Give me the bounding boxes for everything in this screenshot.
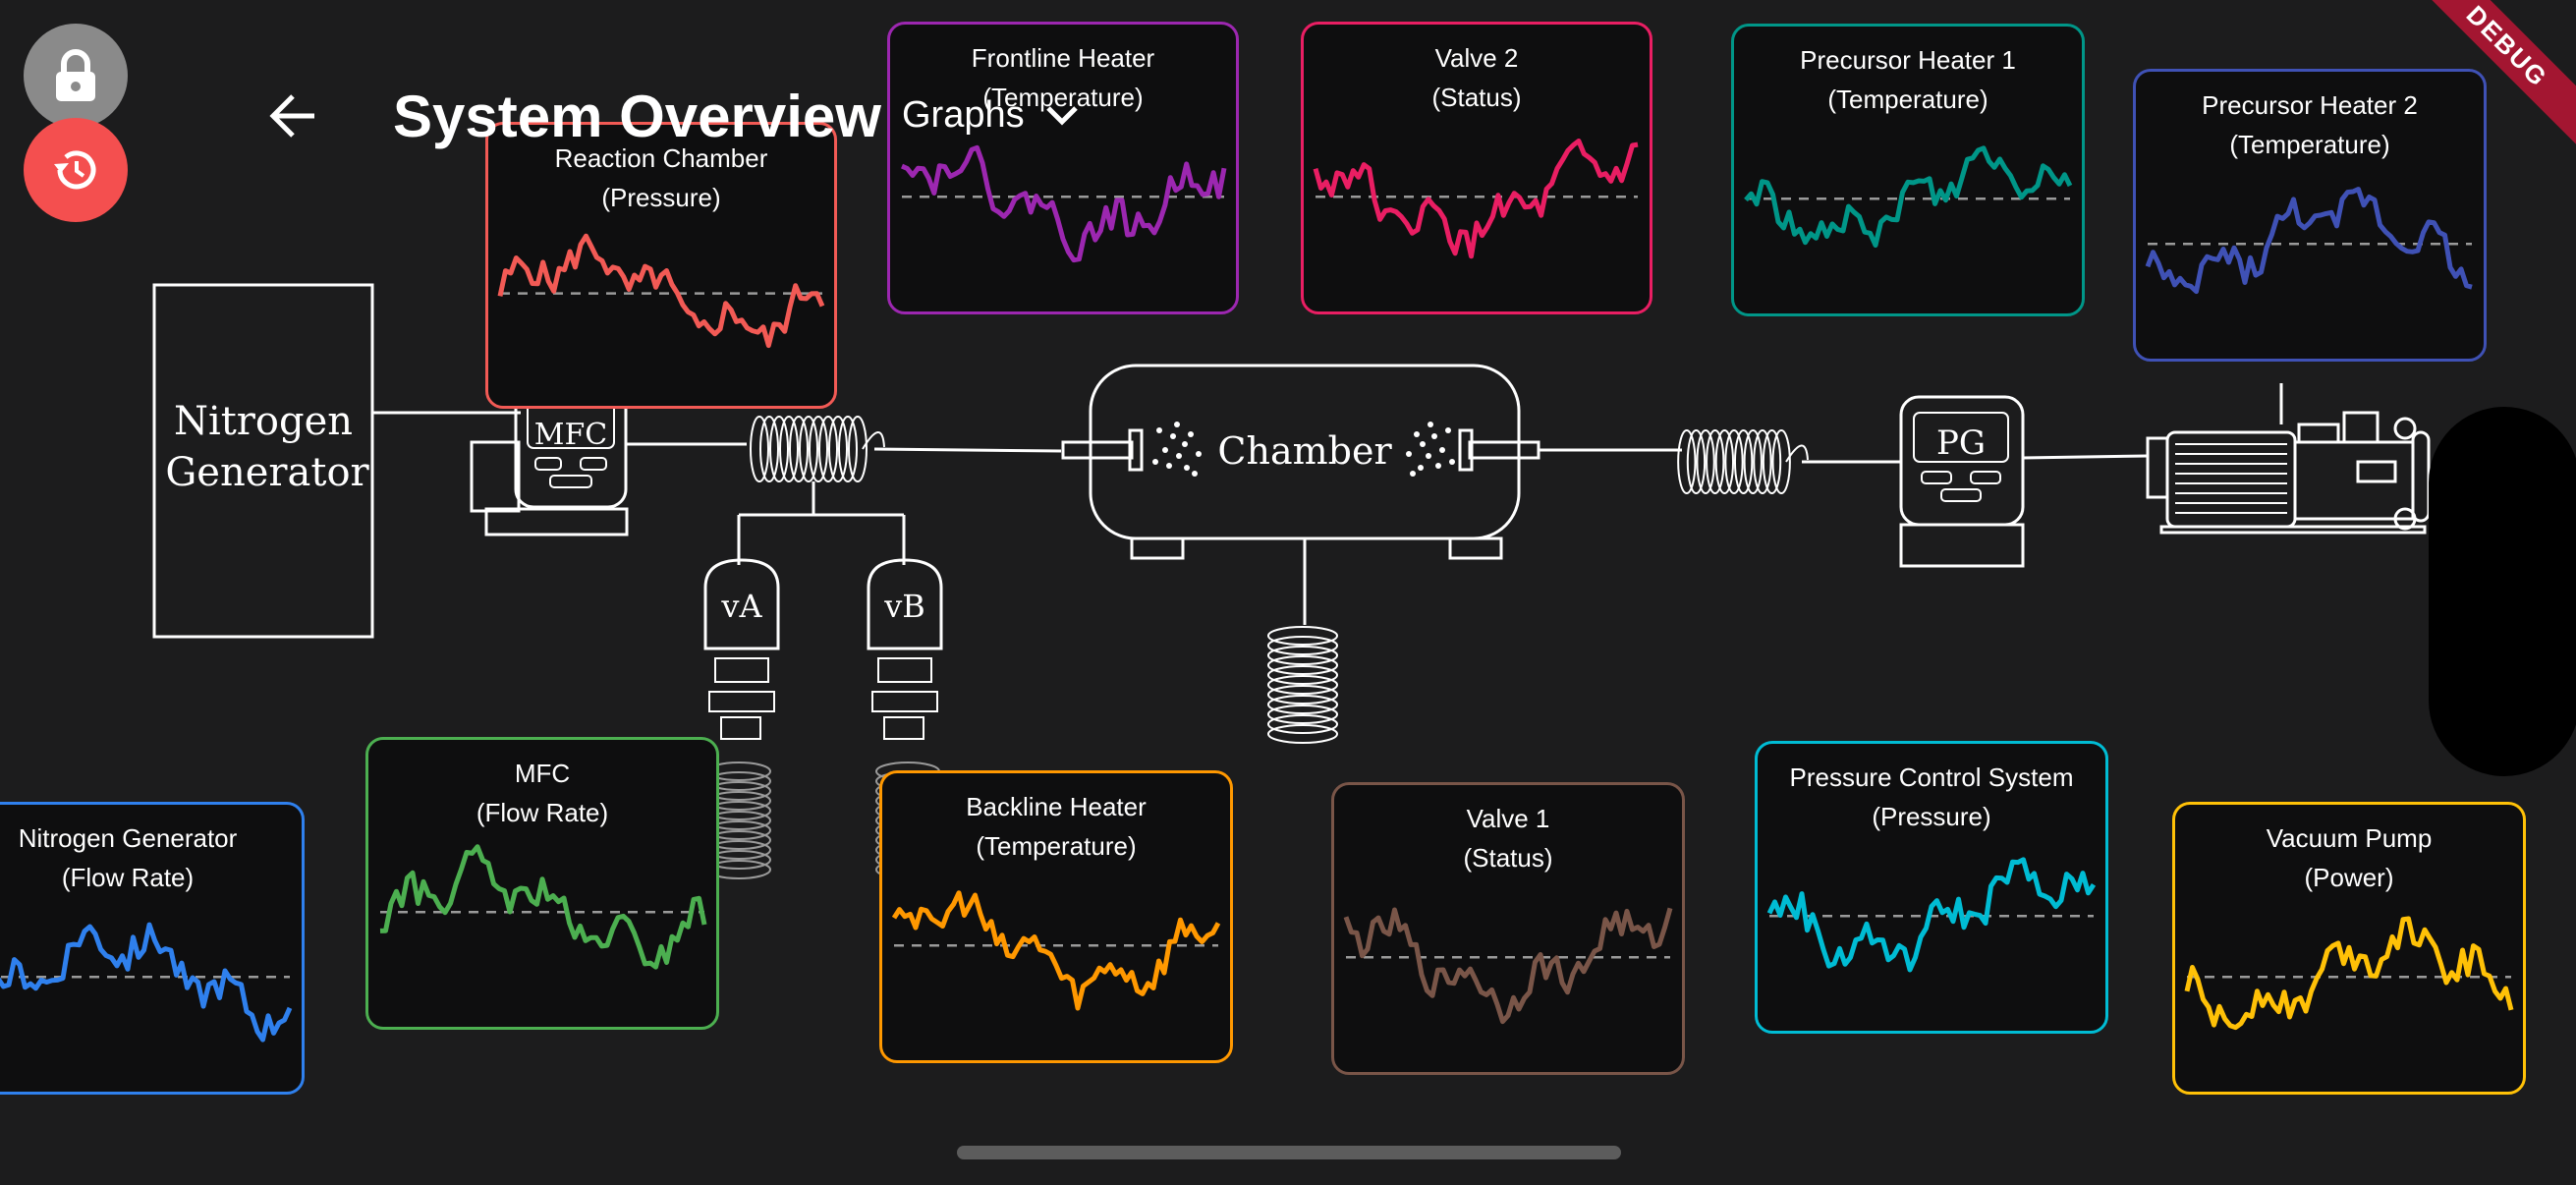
- card-title: Nitrogen Generator (Flow Rate): [18, 823, 238, 892]
- card-title: Pressure Control System (Pressure): [1789, 762, 2074, 831]
- sparkline-chart: [1343, 907, 1673, 1025]
- chamber-label: Chamber: [1217, 429, 1392, 473]
- sparkline-chart: [1766, 857, 2097, 973]
- card-precursor-heater-2[interactable]: Precursor Heater 2 (Temperature): [2133, 69, 2487, 362]
- sparkline-chart: [1313, 139, 1639, 259]
- card-mfc[interactable]: MFC (Flow Rate): [365, 737, 719, 1030]
- card-title: Reaction Chamber (Pressure): [554, 143, 768, 212]
- sparkline-chart: [379, 844, 707, 970]
- sparkline-chart: [901, 144, 1227, 263]
- card-title: Precursor Heater 1 (Temperature): [1800, 45, 2016, 114]
- sparkline-chart: [0, 922, 293, 1043]
- coil-heater-1: [750, 416, 885, 482]
- card-pressure-control[interactable]: Pressure Control System (Pressure): [1755, 741, 2108, 1034]
- sparkline-series: [2145, 187, 2473, 295]
- lock-icon: [56, 49, 95, 101]
- card-title: Vacuum Pump (Power): [2266, 823, 2433, 892]
- card-title: Frontline Heater (Temperature): [971, 43, 1155, 112]
- sparkline-series: [379, 844, 707, 970]
- card-reaction-chamber[interactable]: Reaction Chamber (Pressure): [485, 122, 837, 409]
- nitrogen-generator-label-1: Nitrogen: [174, 399, 353, 444]
- pg-label: PG: [1936, 423, 1986, 463]
- card-frontline-heater[interactable]: Frontline Heater (Temperature): [887, 22, 1239, 314]
- card-title: Backline Heater (Temperature): [966, 792, 1147, 861]
- sparkline-chart: [891, 890, 1221, 1011]
- sparkline-series: [2184, 916, 2514, 1031]
- back-button[interactable]: [265, 88, 320, 148]
- sparkline-series: [901, 144, 1227, 263]
- va-label: vA: [720, 588, 762, 625]
- valve-b[interactable]: vB: [867, 558, 943, 740]
- card-valve-2[interactable]: Valve 2 (Status): [1301, 22, 1652, 314]
- card-backline-heater[interactable]: Backline Heater (Temperature): [879, 770, 1233, 1063]
- nitrogen-generator-box[interactable]: [152, 283, 374, 639]
- sparkline-series: [1343, 907, 1673, 1025]
- chevron-down-icon: [1045, 105, 1078, 126]
- history-button[interactable]: [24, 118, 128, 222]
- sparkline-series: [1313, 139, 1639, 259]
- lock-button[interactable]: [24, 24, 128, 128]
- scrollbar-thumb[interactable]: [2429, 407, 2576, 776]
- mfc-label: MFC: [534, 418, 608, 452]
- nitrogen-generator-label-2: Generator: [165, 450, 369, 495]
- card-title: Precursor Heater 2 (Temperature): [2202, 90, 2418, 159]
- card-precursor-heater-1[interactable]: Precursor Heater 1 (Temperature): [1731, 24, 2085, 316]
- graphs-dropdown[interactable]: Graphs: [902, 94, 1080, 137]
- vacuum-pump-device[interactable]: [2146, 383, 2431, 535]
- vb-label: vB: [883, 588, 925, 625]
- sparkline-series: [0, 922, 293, 1043]
- coil-heater-2: [1677, 429, 1809, 494]
- card-title: Valve 2 (Status): [1431, 43, 1522, 112]
- valve-a[interactable]: vA: [703, 558, 780, 740]
- sparkline-chart: [1744, 145, 2073, 249]
- card-valve-1[interactable]: Valve 1 (Status): [1331, 782, 1685, 1075]
- history-icon: [54, 150, 96, 190]
- sparkline-chart: [2184, 916, 2514, 1031]
- mfc-device[interactable]: MFC: [470, 379, 747, 536]
- home-indicator[interactable]: [957, 1146, 1621, 1159]
- page-title: System Overview: [393, 84, 881, 149]
- graphs-dropdown-label: Graphs: [902, 94, 1025, 136]
- coil-exhaust: [1267, 626, 1338, 744]
- sparkline-series: [1744, 145, 2073, 249]
- sparkline-chart: [497, 233, 825, 349]
- card-nitrogen-generator[interactable]: Nitrogen Generator (Flow Rate): [0, 802, 305, 1095]
- card-vacuum-pump[interactable]: Vacuum Pump (Power): [2172, 802, 2526, 1095]
- arrow-back-icon: [269, 94, 314, 138]
- sparkline-chart: [2145, 187, 2473, 295]
- card-title: Valve 1 (Status): [1463, 804, 1553, 873]
- sparkline-series: [1766, 857, 2097, 973]
- sparkline-series: [497, 233, 825, 349]
- card-title: MFC (Flow Rate): [476, 759, 609, 827]
- sparkline-series: [891, 890, 1221, 1011]
- pressure-gauge-device[interactable]: PG: [1899, 395, 2025, 568]
- reaction-chamber-vessel[interactable]: Chamber: [1061, 364, 1540, 560]
